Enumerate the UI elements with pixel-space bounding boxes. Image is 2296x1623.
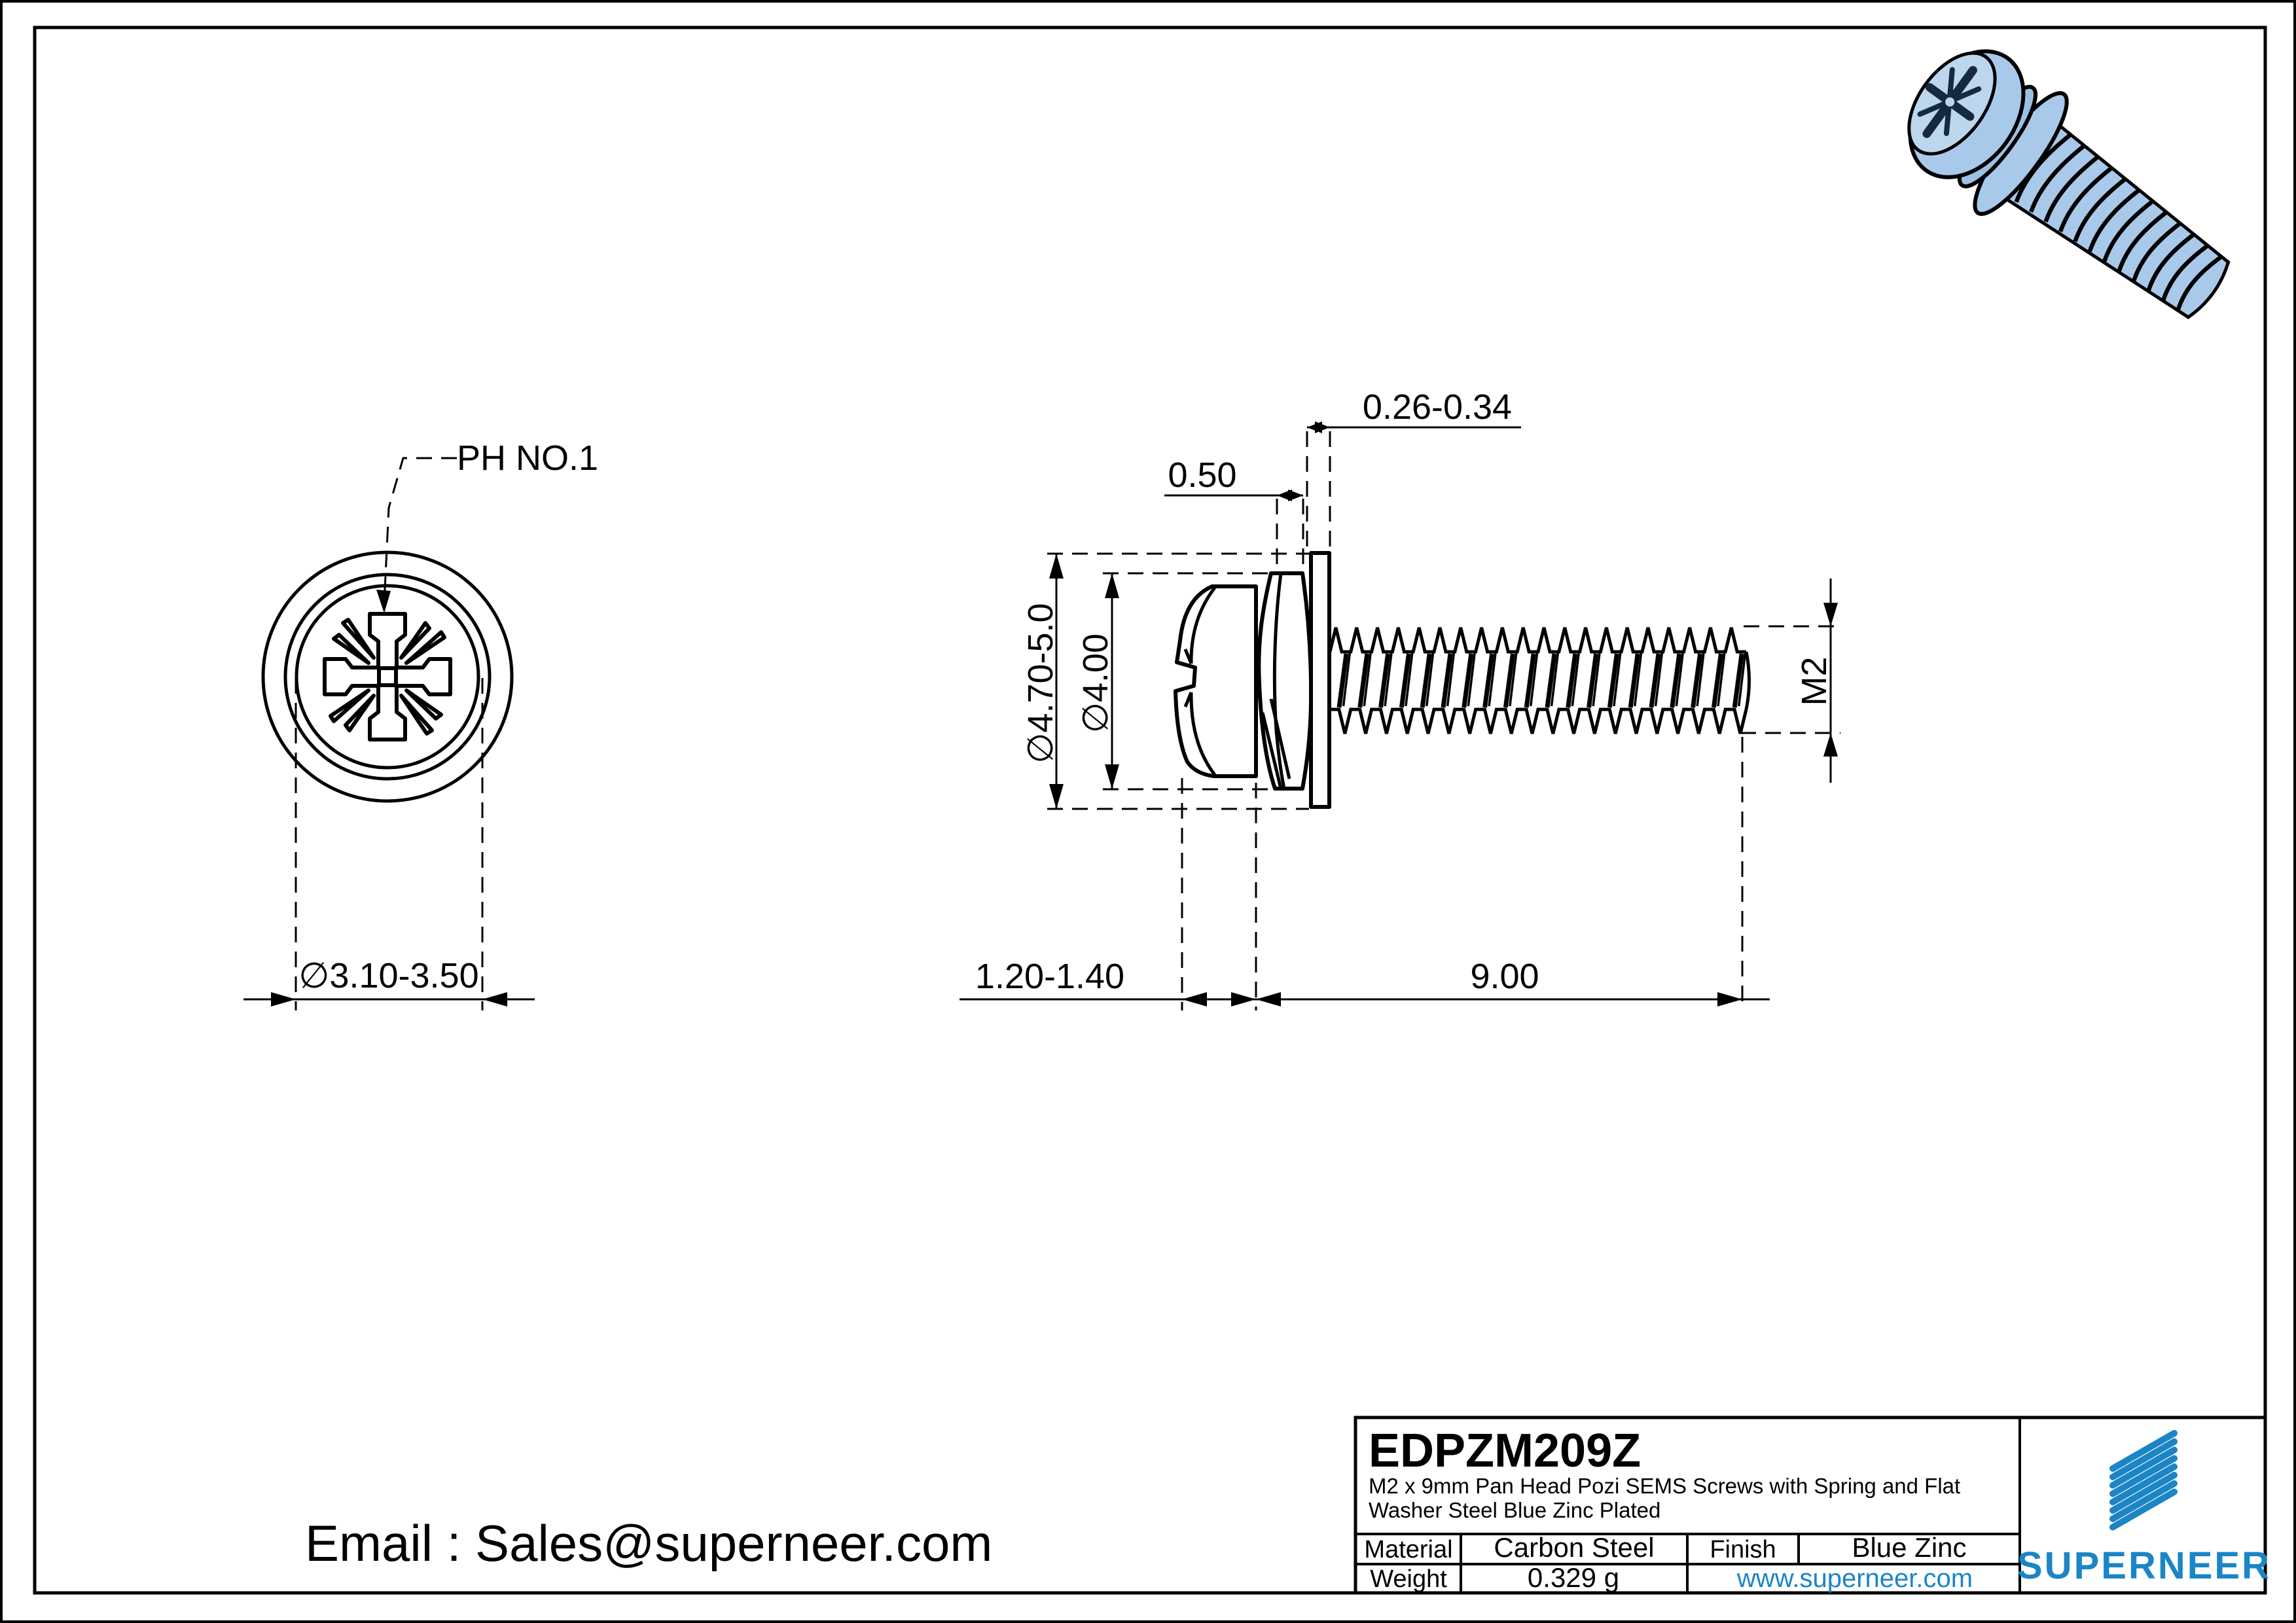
website-link[interactable]: www.superneer.com xyxy=(1736,1564,1973,1593)
description-line2: Washer Steel Blue Zinc Plated xyxy=(1369,1498,1660,1522)
dim-thread-size: M2 xyxy=(1740,579,1840,783)
spring-washer xyxy=(1257,571,1314,791)
email-text: Email : Sales@superneer.com xyxy=(305,1514,992,1572)
dim-spring-washer-thickness: 0.50 xyxy=(1164,455,1304,571)
thread xyxy=(1328,627,1751,734)
dim-flat-washer-thickness: 0.26-0.34 xyxy=(1306,387,1521,554)
superneer-logo-icon xyxy=(2109,1430,2178,1531)
weight-label: Weight xyxy=(1370,1565,1447,1593)
dim-spring-washer-od: ∅4.00 xyxy=(1076,572,1272,791)
finish-label: Finish xyxy=(1710,1536,1776,1563)
flat-washer-thickness-text: 0.26-0.34 xyxy=(1363,387,1512,427)
part-number: EDPZM209Z xyxy=(1369,1425,1641,1477)
sheet-border xyxy=(33,26,2267,1595)
spring-washer-circle xyxy=(283,573,492,781)
spring-washer-thickness-text: 0.50 xyxy=(1168,455,1236,495)
drawing-canvas: PH NO.1 ∅3.10-3.50 xyxy=(33,26,2271,1595)
pan-head xyxy=(1174,584,1258,778)
dim-head-height-and-length: 1.20-1.40 9.00 xyxy=(960,737,1770,1010)
head-diameter-text: ∅3.10-3.50 xyxy=(298,956,478,995)
description-line1: M2 x 9mm Pan Head Pozi SEMS Screws with … xyxy=(1369,1474,1960,1498)
flat-washer-circle xyxy=(261,550,514,803)
top-view-head: PH NO.1 ∅3.10-3.50 xyxy=(243,438,598,1010)
thread-length-text: 9.00 xyxy=(1470,957,1539,996)
drive-label: PH NO.1 xyxy=(457,438,598,478)
material-value: Carbon Steel xyxy=(1494,1532,1654,1563)
thread-size-text: M2 xyxy=(1795,656,1834,705)
spring-washer-od-text: ∅4.00 xyxy=(1076,633,1115,733)
finish-value: Blue Zinc xyxy=(1852,1532,1966,1563)
screw-3d-render xyxy=(1907,49,2231,319)
weight-value: 0.329 g xyxy=(1528,1562,1619,1593)
head-height-text: 1.20-1.40 xyxy=(975,957,1124,996)
brand-name: SUPERNEER xyxy=(2017,1544,2271,1587)
side-view: 0.26-0.34 0.50 ∅4.70-5.0 ∅4.0 xyxy=(960,387,1840,1010)
material-label: Material xyxy=(1364,1536,1452,1563)
pozi-recess xyxy=(323,612,452,741)
flat-washer-od-text: ∅4.70-5.0 xyxy=(1021,603,1060,763)
drive-leader: PH NO.1 xyxy=(376,438,598,613)
head-circle xyxy=(295,584,480,770)
title-block: EDPZM209Z M2 x 9mm Pan Head Pozi SEMS Sc… xyxy=(1354,1416,2271,1595)
dim-head-diameter: ∅3.10-3.50 xyxy=(243,678,535,1010)
dim-flat-washer-od: ∅4.70-5.0 xyxy=(1021,552,1309,810)
flat-washer xyxy=(1309,551,1331,809)
